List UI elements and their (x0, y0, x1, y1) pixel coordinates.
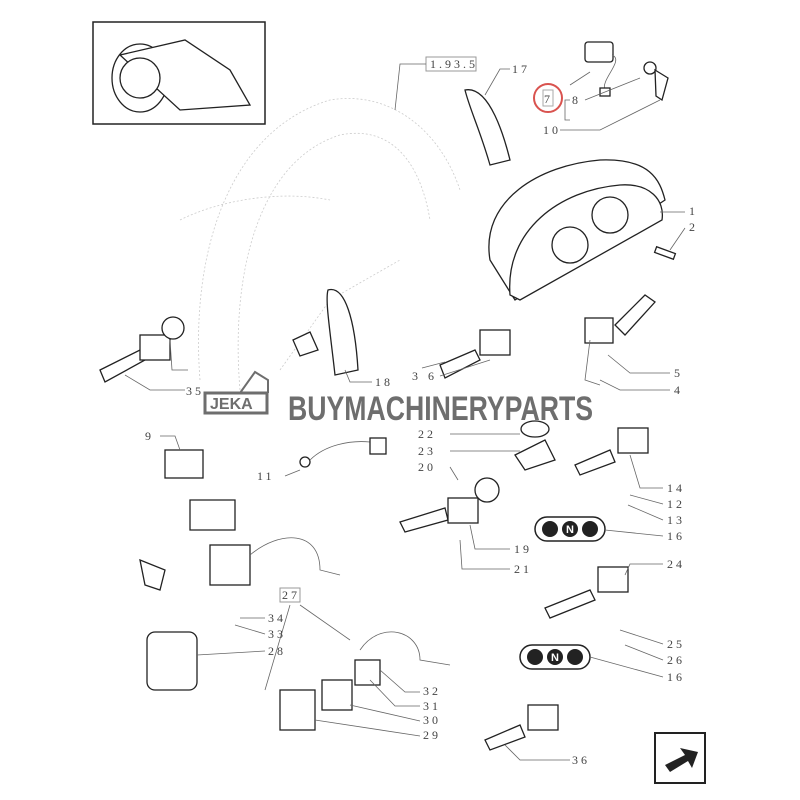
callout-labels: 17 8 10 1 2 5 4 35 18 3 6 22 23 20 9 11 … (145, 62, 698, 767)
clip-part (292, 331, 319, 357)
callout-19: 19 (514, 542, 532, 556)
callout-5: 5 (674, 366, 683, 380)
watermark-text: BUYMACHINERYPARTS (288, 390, 593, 428)
callout-30: 30 (423, 713, 441, 727)
overview-thumbnail (92, 21, 266, 125)
lever-switch-36 (484, 704, 559, 751)
callout-9: 9 (145, 429, 154, 443)
watermark-logo-text: JEKA (210, 396, 253, 413)
callout-8: 8 (572, 93, 581, 107)
trim-panel-17 (464, 89, 511, 166)
callout-24: 24 (667, 557, 685, 571)
ignition-switch (584, 41, 669, 102)
callout-32: 32 (423, 684, 441, 698)
lever-switch-5 (584, 294, 656, 386)
callout-16a: 16 (667, 529, 685, 543)
callout-box-7 (542, 89, 554, 107)
direction-indicator-16b: N (519, 644, 591, 670)
callout-21: 21 (514, 562, 532, 576)
callout-23: 23 (418, 444, 436, 458)
watermark-logo (203, 391, 269, 415)
lever-switch-35 (99, 316, 188, 383)
switch-assembly-29 (279, 631, 451, 731)
symbol-plate-28 (146, 631, 198, 691)
group-label-27: 27 (282, 588, 300, 602)
callout-13: 13 (667, 513, 685, 527)
trim-panel-18 (326, 288, 359, 376)
lever-switch-34 (139, 537, 341, 591)
callout-28: 28 (268, 644, 286, 658)
lever-switch-3 (439, 329, 511, 379)
warning-cover (189, 499, 236, 531)
lever-switch-14 (574, 427, 649, 476)
callout-26: 26 (667, 653, 685, 667)
callout-6: 6 (428, 369, 437, 383)
leader-lines (124, 68, 686, 761)
callout-1: 1 (689, 204, 698, 218)
lever-switch-19 (399, 477, 500, 533)
rocker-switch-9 (164, 449, 204, 479)
cab-outline-ghost (179, 98, 461, 391)
callout-36: 36 (572, 753, 590, 767)
callout-34: 34 (268, 611, 286, 625)
callout-11: 11 (257, 469, 275, 483)
callout-31: 31 (423, 699, 441, 713)
reference-label: 1.93.5 (430, 57, 478, 71)
callout-25: 25 (667, 637, 685, 651)
callout-33: 33 (268, 627, 286, 641)
callout-10: 10 (543, 123, 561, 137)
instrument-cluster (488, 159, 666, 301)
indicator-n-text: N (551, 652, 559, 664)
plate-23 (514, 420, 556, 471)
callout-22: 22 (418, 427, 436, 441)
callout-18: 18 (375, 375, 393, 389)
callout-29: 29 (423, 728, 441, 742)
callout-14: 14 (667, 481, 685, 495)
callout-20: 20 (418, 460, 436, 474)
group-box-27 (279, 587, 301, 603)
callout-12: 12 (667, 497, 685, 511)
callout-2: 2 (689, 220, 698, 234)
callout-35: 35 (186, 384, 204, 398)
screw-2 (653, 245, 677, 261)
callout-4: 4 (674, 383, 683, 397)
direction-indicator-16a: N (534, 516, 606, 542)
indicator-n-text: N (566, 524, 574, 536)
callout-3: 3 (412, 369, 421, 383)
callout-16b: 16 (667, 670, 685, 684)
wiring-harness-11 (299, 437, 387, 468)
callout-17: 17 (512, 62, 530, 76)
highlight-circle (533, 83, 563, 113)
lever-switch-24 (544, 566, 629, 619)
callout-7: 7 (544, 92, 553, 106)
next-page-arrow-icon[interactable] (654, 732, 706, 784)
watermark: JEKA BUYMACHINERYPARTS (203, 370, 593, 428)
